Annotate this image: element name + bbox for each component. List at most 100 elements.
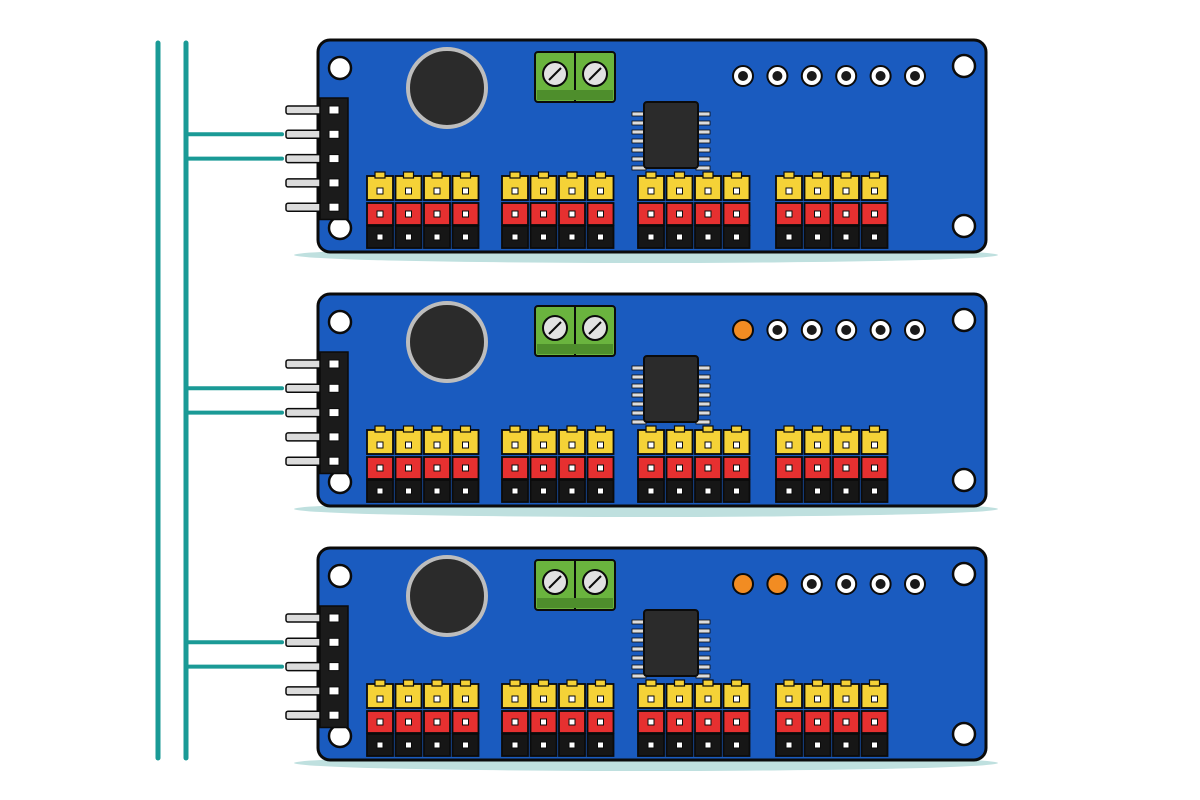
socket-notch [811,171,824,179]
header-contact [328,129,340,139]
pin-contact [568,233,576,241]
address-pad-hole [841,71,852,81]
board-2 [285,292,998,517]
pin-contact [704,441,712,449]
socket-notch [783,171,795,179]
pin-contact [597,741,604,749]
address-pad-hole [806,325,817,335]
pin-contact [842,487,850,495]
pin-contact [462,187,469,195]
pin-contact [871,741,878,749]
pin-contact [433,718,441,726]
buzzer-icon [406,47,488,129]
pin-contact [647,487,655,495]
pin-contact [597,210,604,218]
pin-header-icon [285,97,349,221]
pin-contact [733,441,740,449]
header-contact [328,637,340,647]
address-pad-hole [841,325,852,335]
socket-notch [459,679,472,687]
pin-contact [814,233,821,241]
socket-notch [840,171,852,179]
pin-contact [433,741,441,749]
socket-notch [673,679,686,687]
header-contact [328,178,340,188]
pin-contact [433,487,441,495]
pin-contact [511,187,519,195]
screw-slot [588,575,602,589]
pin-contact [785,233,793,241]
mount-hole-icon [951,561,977,587]
servo-pin-socket [366,175,394,201]
address-pad-hole [875,325,886,335]
pin-contact [568,187,576,195]
pin-header-icon [285,351,349,475]
pin-contact [462,718,469,726]
socket-notch [840,679,852,687]
socket-notch [509,171,521,179]
socket-notch [811,679,824,687]
pin-contact [871,187,878,195]
pin-contact [814,210,821,218]
pin-contact [597,233,604,241]
header-contact [328,662,340,672]
pin-contact [647,464,655,472]
pin-contact [704,233,712,241]
pin-contact [433,233,441,241]
mount-hole-icon [951,721,977,747]
mount-hole-icon [327,55,353,81]
socket-notch [566,425,578,433]
socket-notch [645,171,657,179]
screw-slot [548,321,562,335]
pin-contact [676,487,683,495]
address-pad-hole [910,71,920,81]
header-contact [328,613,340,623]
pin-contact [511,695,519,703]
pin-contact [704,464,712,472]
pin-contact [511,741,519,749]
pin-contact [405,464,412,472]
pin-contact [433,210,441,218]
terminal-base [537,344,613,354]
socket-notch [645,679,657,687]
terminal-base [537,598,613,608]
pin-contact [647,441,655,449]
pin-contact [433,464,441,472]
pin-contact [647,187,655,195]
socket-notch [868,171,881,179]
pin-contact [376,233,384,241]
address-pad-hole [910,579,920,589]
mount-hole-icon [327,469,353,495]
pin-contact [647,741,655,749]
socket-notch [702,425,714,433]
pin-contact [676,233,683,241]
buzzer-icon [406,301,488,383]
socket-notch [868,425,881,433]
address-pad-hole [875,579,886,589]
address-pad-hole [772,71,783,81]
pin-contact [647,695,655,703]
pin-contact [733,487,740,495]
header-contact [328,408,340,418]
pin-contact [704,487,712,495]
pin-contact [597,441,604,449]
socket-notch [374,171,386,179]
socket-notch [673,425,686,433]
pin-contact [733,718,740,726]
socket-notch [431,425,443,433]
address-pad-hole [875,71,886,81]
pin-contact [405,487,412,495]
socket-notch [537,171,550,179]
pin-contact [647,210,655,218]
pin-contact [785,487,793,495]
pin-contact [785,187,793,195]
buzzer-icon [406,555,488,637]
ic-chip-icon [631,101,711,171]
pin-contact [814,464,821,472]
boards [285,38,998,771]
header-contact [328,202,340,212]
pin-contact [540,695,547,703]
pin-contact [462,210,469,218]
socket-notch [431,679,443,687]
socket-notch [783,425,795,433]
